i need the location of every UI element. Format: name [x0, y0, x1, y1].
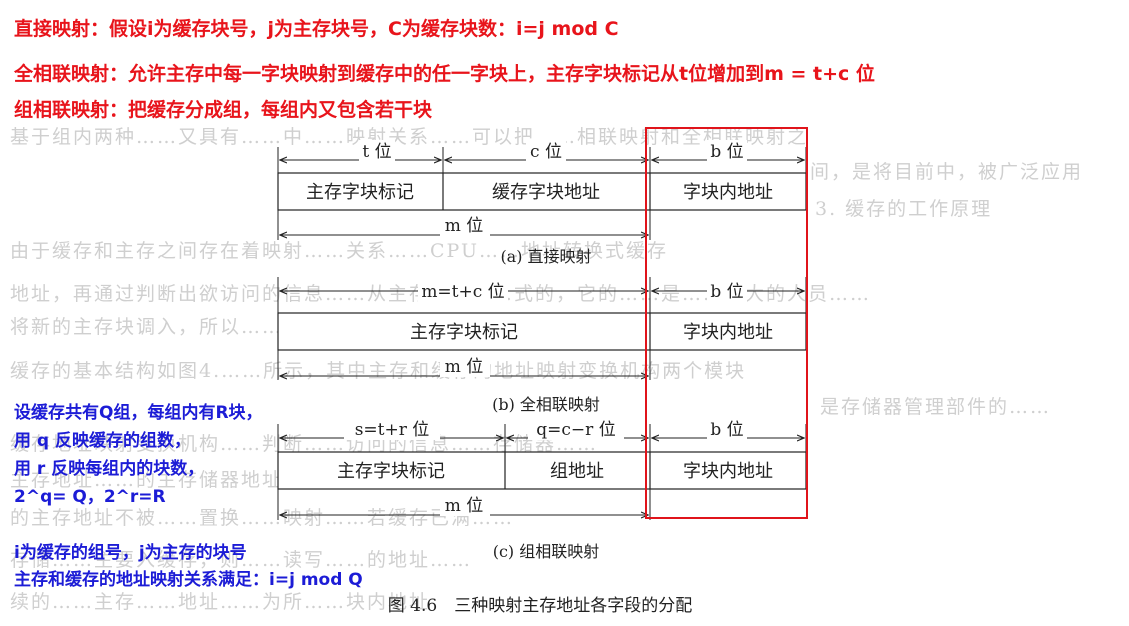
label-m-bits: m 位 — [445, 357, 484, 377]
cell-word-offset: 字块内地址 — [683, 461, 773, 482]
cell-block-tag: 主存字块标记 — [337, 461, 445, 482]
label-m-bits: m 位 — [445, 496, 484, 516]
caption-direct: (a) 直接映射 — [500, 247, 591, 266]
svg-text:由于缓存和主存之间存在着映射……关系……CPU……地址转换式: 由于缓存和主存之间存在着映射……关系……CPU……地址转换式缓存 — [10, 240, 668, 262]
cell-set-address: 组地址 — [550, 461, 604, 482]
figure-caption: 图 4.6 三种映射主存地址各字段的分配 — [388, 596, 692, 616]
svg-text:基于组内两种……又具有……中……映射关系……可以把……相联映: 基于组内两种……又具有……中……映射关系……可以把……相联映射和全相联映射之 — [10, 126, 808, 148]
cell-cache-block-address: 缓存字块地址 — [492, 182, 600, 203]
caption-fully-associative: (b) 全相联映射 — [492, 395, 600, 414]
cell-block-tag: 主存字块标记 — [306, 182, 414, 203]
highlight-box — [645, 127, 808, 519]
label-b-bits: b 位 — [710, 282, 743, 302]
svg-text:续的……主存……地址……为所……块内地址: 续的……主存……地址……为所……块内地址 — [10, 591, 430, 613]
label-b-bits: b 位 — [710, 420, 743, 440]
label-s-bits: s=t+r 位 — [355, 420, 430, 440]
cell-block-tag: 主存字块标记 — [410, 322, 518, 343]
cell-word-offset: 字块内地址 — [683, 322, 773, 343]
diagram-b: m=t+c 位 b 位 主存字块标记 字块内地址 m 位 (b) 全相联映射 — [277, 277, 807, 414]
blue-note-mapping-formula: 主存和缓存的地址映射关系满足：i=j mod Q — [14, 570, 363, 590]
svg-text:是存储器管理部件的……: 是存储器管理部件的…… — [820, 396, 1051, 418]
direct-mapping-note: 直接映射：假设i为缓存块号，j为主存块号，C为缓存块数：i=j mod C — [14, 18, 619, 40]
cell-word-offset: 字块内地址 — [683, 182, 773, 203]
diagram-c: s=t+r 位 q=c−r 位 b 位 主存字块标记 组地址 字块内地址 m 位… — [277, 418, 807, 561]
label-m-tc-bits: m=t+c 位 — [421, 282, 504, 302]
label-c-bits: c 位 — [530, 142, 562, 162]
blue-note-r: 用 r 反映每组内的块数， — [14, 459, 205, 479]
fully-associative-note: 全相联映射：允许主存中每一字块映射到缓存中的任一字块上，主存字块标记从t位增加到… — [14, 63, 875, 85]
blue-note-q: 用 q 反映缓存的组数， — [14, 431, 192, 451]
caption-set-associative: (c) 组相联映射 — [493, 542, 600, 561]
label-m-bits: m 位 — [445, 216, 484, 236]
label-q-bits: q=c−r 位 — [536, 420, 615, 440]
diagram-a: t 位 c 位 b 位 主存字块标记 缓存字块地址 字块内地址 m 位 (a) … — [277, 140, 807, 266]
svg-text:间，是将目前中，被广泛应用: 间，是将目前中，被广泛应用 — [810, 161, 1083, 183]
blue-note-sets: 设缓存共有Q组，每组内有R块， — [14, 403, 263, 423]
svg-text:3. 缓存的工作原理: 3. 缓存的工作原理 — [815, 198, 992, 220]
blue-note-set-index: i为缓存的组号，j为主存的块号 — [14, 543, 247, 563]
label-t-bits: t 位 — [362, 142, 391, 162]
set-associative-note: 组相联映射：把缓存分成组，每组内又包含若干块 — [14, 99, 433, 121]
label-b-bits: b 位 — [710, 142, 743, 162]
svg-text:存储……主要入缓存，则……读写……的地址……: 存储……主要入缓存，则……读写……的地址…… — [10, 549, 472, 571]
blue-note-powers: 2^q= Q，2^r=R — [14, 487, 166, 507]
